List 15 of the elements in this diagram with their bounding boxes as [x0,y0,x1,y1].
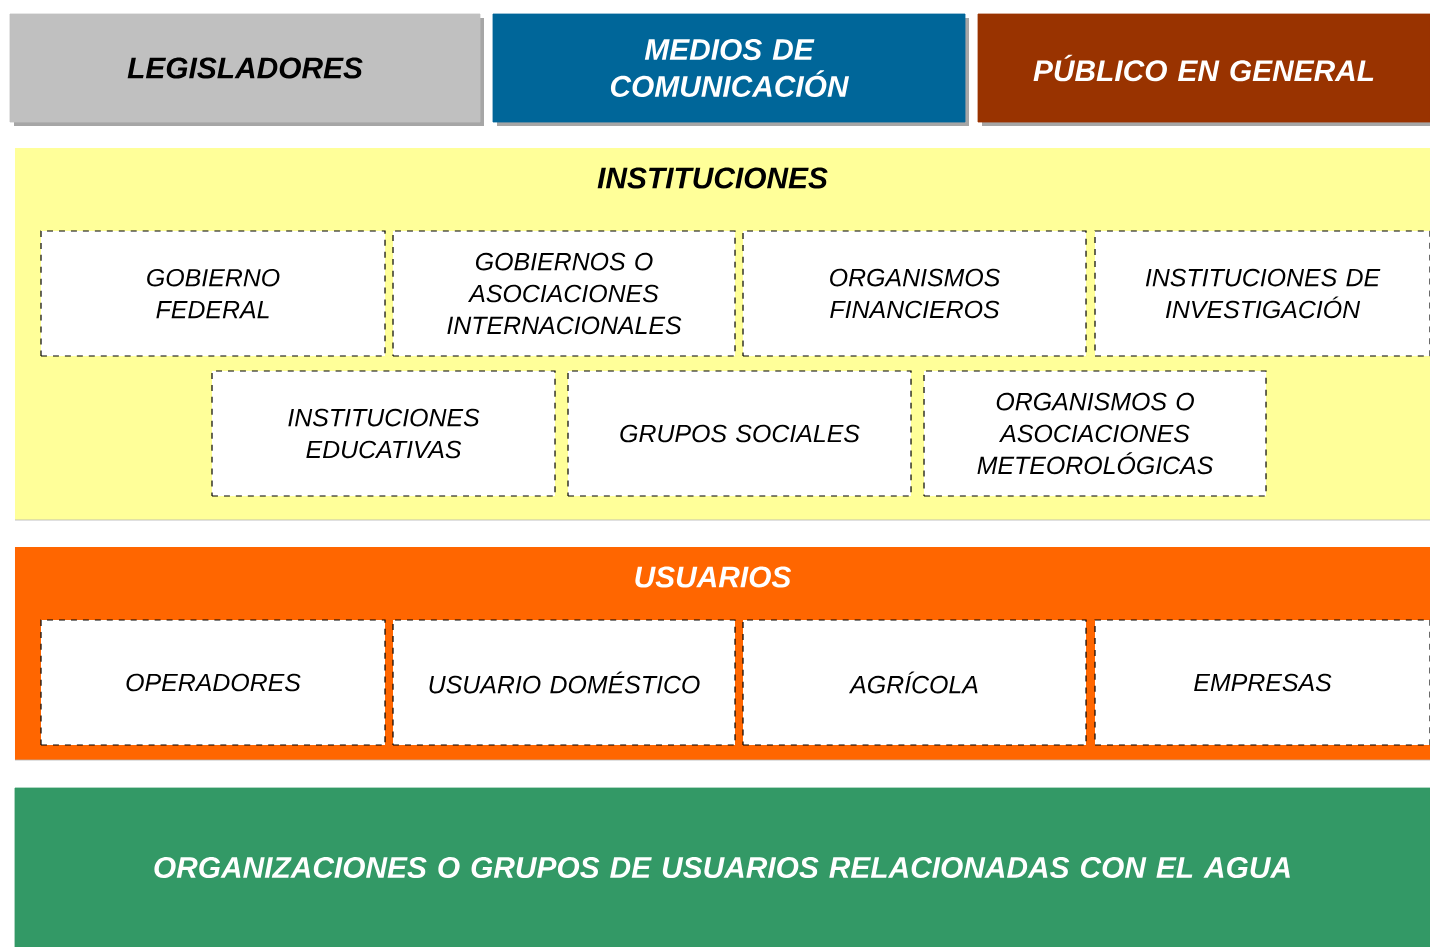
dashed-box: AGRÍCOLA [742,619,1087,746]
dashed-box: USUARIO DOMÉSTICO [392,619,736,746]
header-box: MEDIOS DE COMUNICACIÓN [492,13,969,126]
dashed-box: GOBIERNOS O ASOCIACIONES INTERNACIONALES [392,230,736,357]
dashed-box: ORGANISMOS O ASOCIACIONES METEOROLÓGICAS [923,370,1267,497]
dashed-box: GRUPOS SOCIALES [567,370,912,497]
dashed-box: OPERADORES [40,619,386,746]
dashed-box: EMPRESAS [1094,619,1430,746]
header-box: PÚBLICO EN GENERAL [977,13,1430,126]
header-box: LEGISLADORES [9,13,484,126]
dashed-box: INSTITUCIONES DE INVESTIGACIÓN [1094,230,1430,357]
dashed-box: INSTITUCIONES EDUCATIVAS [211,370,556,497]
dashed-box: GOBIERNO FEDERAL [40,230,386,357]
dashed-box: ORGANISMOS FINANCIEROS [742,230,1087,357]
band-box: ORGANIZACIONES O GRUPOS DE USUARIOS RELACIONADAS CON EL AGUA [14,787,1430,947]
